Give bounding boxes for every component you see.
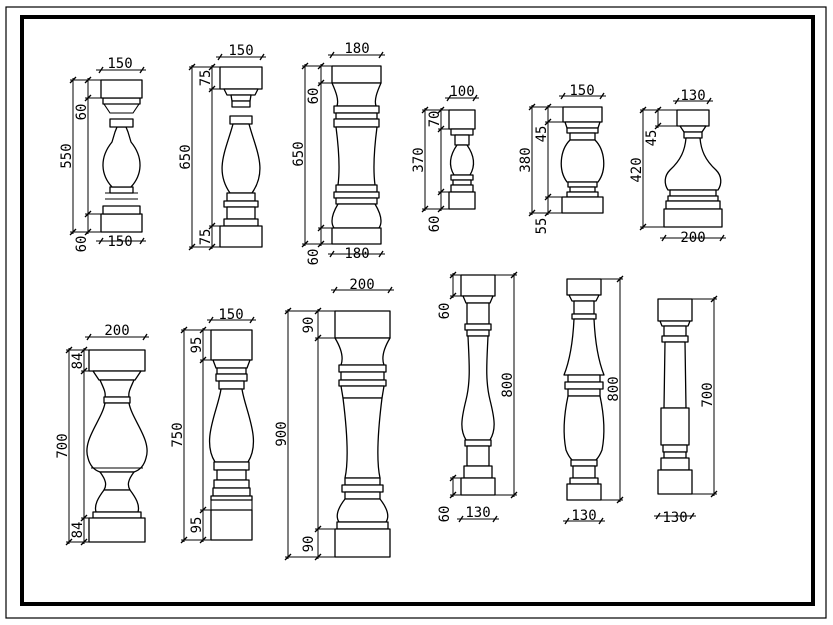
baluster-3-top-width: 180: [344, 41, 369, 57]
baluster-2-top-part: 75: [198, 70, 214, 87]
baluster-11-total-height: 800: [606, 376, 622, 401]
baluster-9-total-height: 900: [274, 421, 290, 446]
baluster-5-total-height: 380: [518, 147, 534, 172]
baluster-8-bottom-part: 95: [189, 517, 205, 534]
baluster-1-shape: [100, 79, 143, 233]
baluster-12-base-width: 130: [662, 510, 687, 526]
baluster-5: 150 380 45 55: [518, 83, 606, 234]
baluster-8-top-width: 150: [218, 307, 243, 323]
baluster-7-bottom-part: 84: [70, 522, 86, 539]
baluster-1-top-part: 60: [74, 104, 90, 121]
baluster-3-bottom-part: 60: [306, 249, 322, 266]
baluster-1: 150 150 550 60 60: [59, 56, 146, 252]
baluster-7-dimensions: 200 700 84 84: [55, 323, 149, 546]
baluster-2-shape: [219, 66, 263, 248]
baluster-11: 130 800: [563, 275, 624, 525]
baluster-4-total-height: 370: [411, 147, 427, 172]
baluster-6-top-width: 130: [680, 88, 705, 104]
baluster-3-shape: [331, 65, 382, 245]
baluster-9: 200 900 90 90: [274, 277, 394, 561]
baluster-8-dimensions: 150 750 95 95: [170, 307, 256, 544]
baluster-12-total-height: 700: [700, 382, 716, 407]
baluster-4: 100 370 70 60: [411, 84, 479, 232]
baluster-7: 200 700 84 84: [55, 323, 149, 546]
baluster-11-base-width: 130: [571, 508, 596, 524]
baluster-6-base-width: 200: [680, 230, 705, 246]
baluster-11-dimensions: 130 800: [563, 275, 624, 525]
baluster-5-shape: [560, 106, 605, 214]
baluster-9-shape: [334, 310, 391, 558]
baluster-1-base-width: 150: [107, 234, 132, 250]
baluster-8-total-height: 750: [170, 422, 186, 447]
baluster-2-bottom-part: 75: [198, 229, 214, 246]
baluster-6-shape: [663, 109, 723, 228]
baluster-10-total-height: 800: [500, 372, 516, 397]
baluster-8: 150 750 95 95: [170, 307, 256, 544]
baluster-2-top-width: 150: [228, 43, 253, 59]
baluster-10: 130 800 60 60: [437, 271, 518, 523]
baluster-5-bottom-part: 55: [534, 218, 550, 235]
baluster-9-bottom-part: 90: [301, 536, 317, 553]
baluster-4-shape: [448, 109, 476, 210]
baluster-4-dimensions: 100 370 70 60: [411, 84, 479, 232]
baluster-6-total-height: 420: [629, 157, 645, 182]
baluster-1-bottom-part: 60: [74, 236, 90, 253]
baluster-8-top-part: 95: [189, 337, 205, 354]
baluster-6-dimensions: 130 200 420 45: [629, 88, 726, 246]
baluster-4-bottom-part: 60: [427, 216, 443, 233]
baluster-10-dimensions: 130 800 60 60: [437, 271, 518, 523]
baluster-4-top-part: 70: [427, 111, 443, 128]
baluster-4-top-width: 100: [449, 84, 474, 100]
baluster-5-top-part: 45: [534, 126, 550, 143]
baluster-11-shape: [563, 278, 605, 501]
baluster-9-top-width: 200: [349, 277, 374, 293]
baluster-12-dimensions: 130 700: [654, 295, 718, 526]
baluster-7-top-part: 84: [70, 353, 86, 370]
baluster-2-dimensions: 150 650 75 75: [178, 43, 266, 251]
baluster-7-shape: [86, 349, 148, 543]
baluster-3-top-part: 60: [306, 88, 322, 105]
baluster-10-bottom-part: 60: [437, 506, 453, 523]
baluster-10-base-width: 130: [465, 505, 490, 521]
baluster-9-top-part: 90: [301, 317, 317, 334]
baluster-3-base-width: 180: [344, 246, 369, 262]
baluster-7-top-width: 200: [104, 323, 129, 339]
baluster-7-total-height: 700: [55, 433, 71, 458]
baluster-3-dimensions: 180 180 650 60 60: [291, 41, 385, 265]
sheet-border-inner: [20, 15, 815, 606]
baluster-6-top-part: 45: [644, 130, 660, 147]
baluster-10-shape: [460, 274, 496, 496]
baluster-1-dimensions: 150 150 550 60 60: [59, 56, 146, 252]
baluster-3: 180 180 650 60 60: [291, 41, 385, 265]
baluster-9-dimensions: 200 900 90 90: [274, 277, 394, 561]
baluster-10-top-part: 60: [437, 303, 453, 320]
sheet-border-outer: [5, 6, 827, 619]
baluster-2-total-height: 650: [178, 144, 194, 169]
baluster-2: 150 650 75 75: [178, 43, 266, 251]
baluster-1-total-height: 550: [59, 143, 75, 168]
baluster-5-top-width: 150: [569, 83, 594, 99]
baluster-12-shape: [657, 298, 693, 495]
baluster-8-shape: [208, 329, 255, 541]
baluster-5-dimensions: 150 380 45 55: [518, 83, 606, 234]
baluster-6: 130 200 420 45: [629, 88, 726, 246]
baluster-1-top-width: 150: [107, 56, 132, 72]
baluster-12: 130 700: [654, 295, 718, 526]
baluster-3-total-height: 650: [291, 141, 307, 166]
